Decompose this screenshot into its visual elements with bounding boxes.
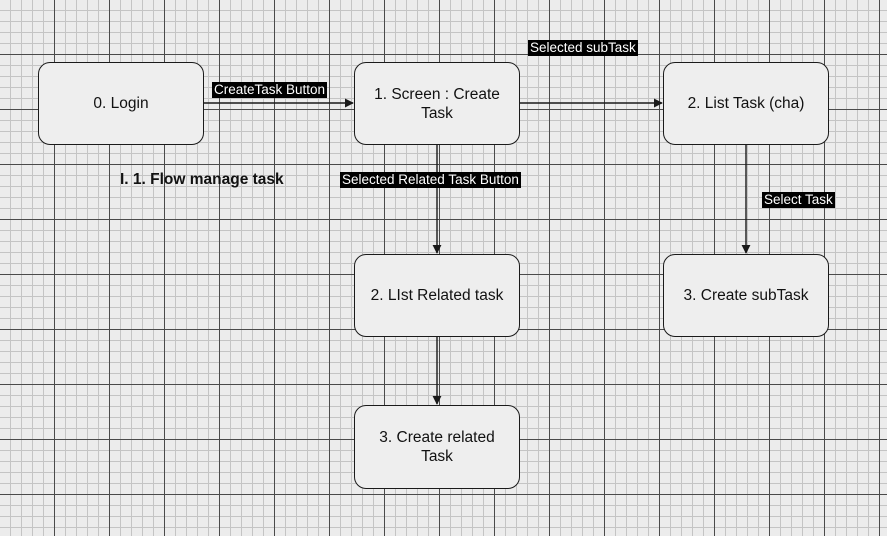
edge-label-select-task: Select Task: [762, 192, 835, 208]
node-screen-create-task[interactable]: 1. Screen : Create Task: [354, 62, 520, 145]
node-login-label: 0. Login: [93, 95, 149, 112]
node-create-related-task[interactable]: 3. Create related Task: [354, 405, 520, 489]
diagram-title: I. 1. Flow manage task: [120, 171, 284, 188]
edge-label-selected-subtask: Selected subTask: [528, 40, 638, 56]
node-create-subtask-label: 3. Create subTask: [683, 287, 809, 304]
node-list-related-task-label: 2. LIst Related task: [370, 287, 504, 304]
node-list-task[interactable]: 2. List Task (cha): [663, 62, 829, 145]
node-list-task-label: 2. List Task (cha): [687, 95, 805, 112]
node-list-related-task[interactable]: 2. LIst Related task: [354, 254, 520, 337]
edge-label-create-task-button: CreateTask Button: [212, 82, 328, 98]
node-login[interactable]: 0. Login: [38, 62, 204, 145]
edge-label-selected-related-task-button: Selected Related Task Button: [340, 172, 521, 188]
node-create-related-task-label: 3. Create related Task: [379, 429, 495, 465]
node-create-subtask[interactable]: 3. Create subTask: [663, 254, 829, 337]
node-screen-create-task-label: 1. Screen : Create Task: [374, 85, 500, 122]
